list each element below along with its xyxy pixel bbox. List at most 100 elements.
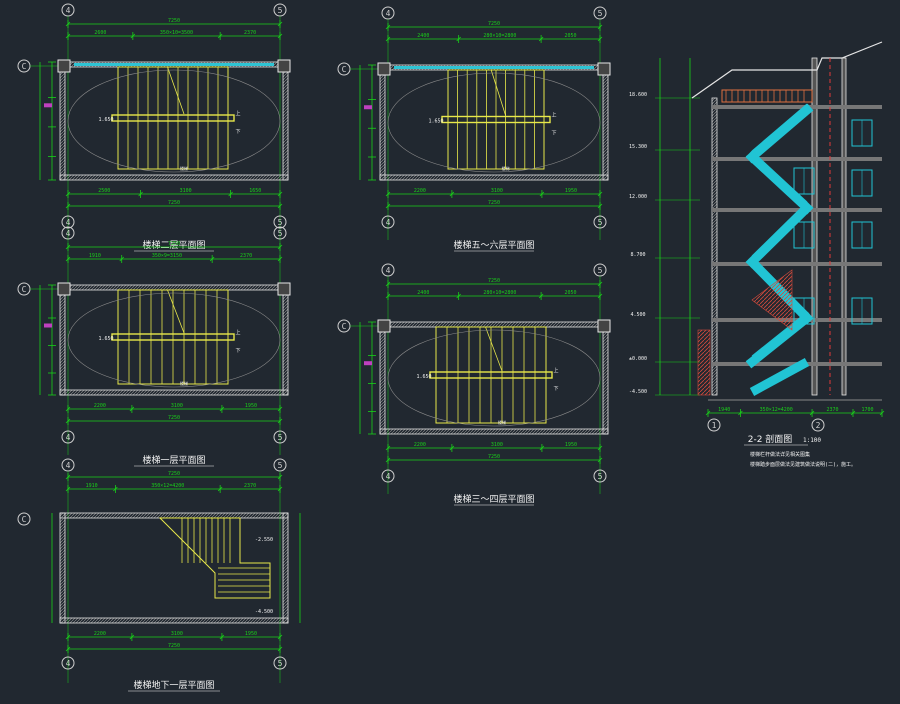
dimension-tick: [65, 418, 71, 424]
wall-left: [59, 61, 66, 181]
section-level: 12.000: [629, 194, 647, 200]
grid-bubble-label: C: [22, 515, 27, 524]
dimension-tick: [456, 36, 461, 42]
grid-bubble-label: 4: [386, 218, 391, 227]
column: [57, 59, 71, 73]
grid-bubble-label: 4: [66, 218, 71, 227]
up-label: 上: [235, 329, 240, 336]
grid-bubble: [273, 656, 287, 670]
section-note: 楼梯踏步面层做法见建筑做法说明(二)，施工。: [750, 461, 856, 468]
dimension-tick: [277, 244, 283, 250]
grid-bubble-label: 5: [278, 218, 283, 227]
dimension-tick: [277, 33, 283, 39]
dimension-text: 2200: [94, 631, 106, 637]
grid-bubble-label: C: [342, 65, 347, 74]
dimension-tick: [277, 203, 283, 209]
dimension-tick: [456, 293, 461, 299]
wall-bottom: [379, 428, 609, 435]
section-mark: [44, 323, 52, 328]
roof-railing: [721, 89, 813, 103]
dimension-tick: [65, 33, 71, 39]
dimension-text: 1910: [86, 483, 98, 489]
dimension-tick: [228, 191, 233, 197]
grid-bubble: [381, 215, 395, 229]
room-label: 楼梯: [180, 380, 188, 386]
grid-bubble: [61, 430, 75, 444]
dimension-tick: [597, 191, 603, 197]
down-label: 下: [551, 131, 556, 137]
dimension-tick: [597, 24, 603, 30]
room-label: 楼梯: [498, 419, 506, 425]
floor-slab: [712, 105, 882, 109]
dimension-text: 1950: [245, 403, 257, 409]
dimension-tick: [277, 486, 283, 492]
floor-slab: [712, 208, 882, 212]
dimension-text: 2400: [417, 290, 429, 296]
dimension-tick: [65, 21, 71, 27]
section-note: 楼梯栏杆做法详见相关图集: [750, 451, 810, 458]
dimension-text: 2370: [244, 483, 256, 489]
plan-title: 楼梯地下一层平面图: [133, 679, 214, 691]
floor-slab: [712, 157, 882, 161]
dimension-tick: [65, 634, 71, 640]
dimension-tick: [449, 191, 455, 197]
dimension-tick: [850, 410, 856, 416]
column: [277, 59, 291, 73]
break-line: [167, 66, 185, 115]
dimension-tick: [597, 457, 603, 463]
grid-bubble-label: 5: [278, 229, 283, 238]
dimension-tick: [209, 256, 215, 262]
dimension-text: 1650: [249, 188, 261, 194]
dimension-tick: [277, 418, 283, 424]
grid-bubble-label: 4: [386, 472, 391, 481]
dimension-text: 2370: [240, 253, 252, 259]
dimension-text: 2200: [414, 442, 426, 448]
column: [277, 282, 291, 296]
dimension-tick: [385, 36, 391, 42]
dimension-tick: [219, 634, 225, 640]
window: [394, 66, 594, 69]
dimension-tick: [879, 410, 885, 416]
room-label: 楼梯: [180, 165, 188, 171]
plan-title: 楼梯一层平面图: [142, 454, 205, 466]
dimension-tick: [597, 445, 603, 451]
dimension-tick: [385, 457, 391, 463]
dimension-tick: [65, 244, 71, 250]
section-level: 4.500: [630, 312, 645, 318]
wall-bottom: [379, 174, 609, 181]
dimension-tick: [277, 406, 283, 412]
dimension-text: 3100: [171, 631, 183, 637]
down-label: 下: [235, 129, 240, 135]
earth-hatch: [751, 269, 793, 331]
grid-bubble-label: 5: [598, 472, 603, 481]
stair-flight: [749, 358, 810, 396]
level-label: -4.500: [255, 609, 273, 615]
stair-rail: [751, 103, 808, 152]
dimension-tick: [597, 281, 603, 287]
dimension-text: 7250: [488, 454, 500, 460]
dimension-tick: [129, 634, 135, 640]
dimension-tick: [65, 406, 71, 412]
dimension-tick: [539, 445, 545, 451]
dimension-tick: [277, 256, 283, 262]
wall-right: [282, 512, 289, 624]
stair-outline: [158, 517, 271, 599]
up-label: 上: [551, 112, 556, 119]
walk-line: [67, 292, 281, 388]
wall-bottom: [59, 617, 289, 624]
dimension-tick: [809, 410, 815, 416]
wall-left: [379, 64, 386, 181]
dimension-text: 1940: [718, 407, 730, 413]
grid-bubble-label: 4: [66, 433, 71, 442]
dimension-text: 7250: [488, 278, 500, 284]
dimension-tick: [385, 293, 391, 299]
dimension-text: 2050: [565, 33, 577, 39]
grid-bubble: [61, 215, 75, 229]
dimension-text: 2500: [98, 188, 110, 194]
dimension-tick: [385, 445, 391, 451]
dimension-text: 2370: [827, 407, 839, 413]
